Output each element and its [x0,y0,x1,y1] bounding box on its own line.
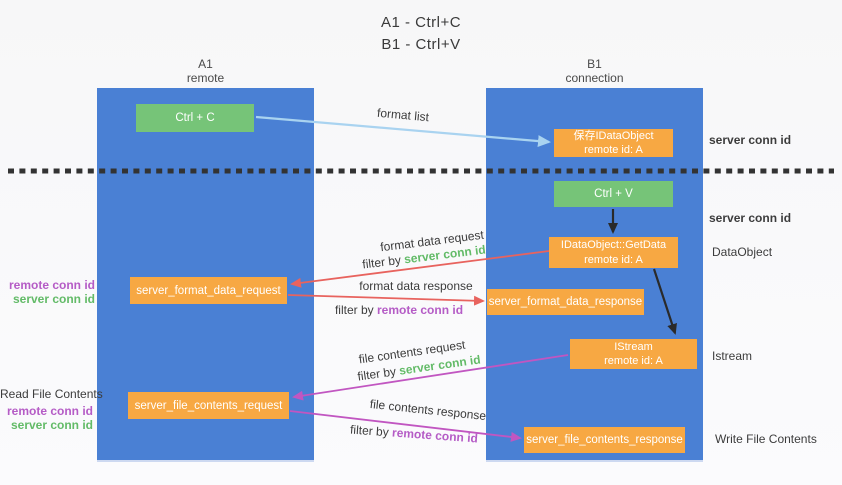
right-dataobject-label: DataObject [712,245,773,259]
format-data-response-arrow [287,294,485,306]
file-contents-response-arrow [289,410,522,442]
node-ctrl-v-label: Ctrl + V [594,188,633,200]
node-getdata-line2: remote id: A [584,253,643,266]
node-save-idataobject-line1: 保存IDataObject [573,129,654,142]
remote-conn-id-text: remote conn id [377,303,464,317]
right-istream-label: Istream [712,349,753,363]
node-file-response-label: server_file_contents_response [526,434,683,446]
right-server-conn-id-1: server conn id [709,133,792,147]
node-ctrl-c-label: Ctrl + C [175,112,215,124]
node-istream-line1: IStream [614,340,653,353]
left-conn-id-labels-format: remote conn id server conn id [0,278,95,306]
node-server-format-data-request: server_format_data_request [130,277,287,304]
node-server-file-contents-response: server_file_contents_response [524,427,685,453]
format-list-arrow [255,115,551,148]
column-b1-subtitle: connection [565,70,624,85]
node-ctrl-c: Ctrl + C [136,104,254,132]
node-idataobject-getdata: IDataObject::GetData remote id: A [549,237,678,268]
title-line-2: B1 - Ctrl+V [381,35,461,53]
getdata-to-istream-arrow [652,268,677,335]
column-b1-name: B1 [587,57,602,71]
label-filter-by-remote-conn-id-1: filter by remote conn id [335,303,463,317]
format-data-request-arrow [290,250,550,288]
left-file-labels: Read File Contents remote conn id server… [0,387,103,433]
title-line-1: A1 - Ctrl+C [380,14,462,31]
left-server-conn-id-1: server conn id [12,292,95,307]
filter-by-text: filter by [349,422,390,440]
write-file-contents-label: Write File Contents [715,432,817,446]
right-server-conn-id-2: server conn id [709,211,792,225]
node-save-idataobject-line2: remote id: A [584,144,643,156]
label-format-data-response: format data response [359,279,473,293]
column-header-b1: B1 connection [486,57,703,86]
filter-by-text: filter by [334,303,374,317]
node-format-response-label: server_format_data_response [488,296,643,308]
column-a1-name: A1 [198,57,213,71]
left-remote-conn-id-2: remote conn id [6,404,93,419]
column-a1-subtitle: remote [186,70,225,85]
file-contents-request-arrow [292,354,569,401]
diagram-title: A1 - Ctrl+C B1 - Ctrl+V [0,12,842,56]
node-server-file-contents-request: server_file_contents_request [128,392,289,419]
left-server-conn-id-2: server conn id [10,418,93,433]
left-remote-conn-id-1: remote conn id [8,278,95,292]
node-getdata-line1: IDataObject::GetData [560,239,667,252]
node-ctrl-v: Ctrl + V [554,181,673,207]
node-istream-line2: remote id: A [604,355,663,367]
node-server-format-data-response: server_format_data_response [487,289,644,315]
node-file-request-label: server_file_contents_request [134,399,283,412]
column-header-a1: A1 remote [97,57,314,86]
read-file-contents-label: Read File Contents [0,387,103,401]
node-format-request-label: server_format_data_request [136,284,281,297]
node-save-idataobject: 保存IDataObject remote id: A [554,129,673,157]
node-istream: IStream remote id: A [570,339,697,369]
